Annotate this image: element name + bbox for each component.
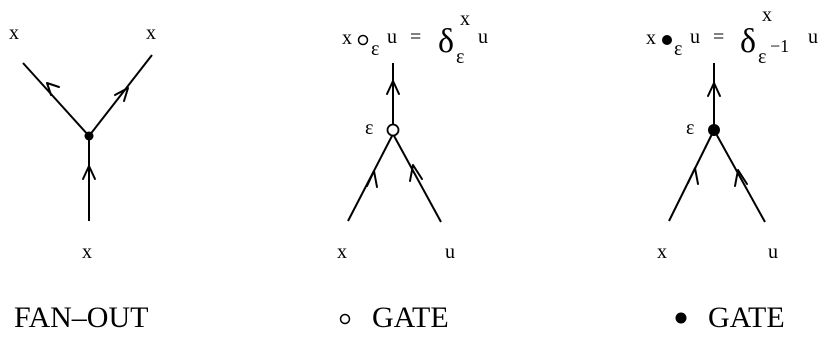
gate-open-caption-symbol-icon [339,313,351,325]
gate-filled-arrow-top [707,82,721,97]
gate-open-arrow-right [409,164,423,182]
gate-open-label-bottom-left: x [337,241,347,263]
gate-open-arrow-left [366,170,378,188]
fanout-label-top-left: x [9,22,19,44]
gate-filled-label-bottom-left: x [657,241,667,263]
fanout-label-bottom: x [82,241,92,263]
gate-filled-arrow-right [734,169,748,187]
gate-filled-formula-operator-icon [662,35,672,45]
fanout-node [84,131,94,141]
gate-filled-node-icon [708,124,720,136]
fanout-caption: FAN–OUT [14,301,148,334]
gate-filled-label-bottom-right: u [768,241,778,263]
gate-open-arrow-top [386,80,400,95]
gate-filled-formula-delta: δ [740,23,756,60]
gate-open-node-label: ε [365,117,373,139]
gate-open-caption: GATE [372,301,449,334]
fanout-arrow-bottom [82,165,96,180]
gate-filled-diagram: x ε u = δ x ε −1 u ε x u GATE [646,4,818,334]
gate-filled-caption-symbol-icon [675,312,687,324]
gate-filled-caption: GATE [708,301,785,334]
fanout-edge-left [22,62,90,137]
gate-filled-formula-u: u [690,26,700,48]
gate-open-edge-right [392,133,442,223]
gate-open-diagram: x ε u = δ x ε u ε x u GATE [337,8,488,334]
gate-filled-edge-right [713,129,766,223]
gate-open-formula-u: u [387,26,397,48]
gate-open-node-icon [386,123,400,137]
gate-filled-node-label: ε [686,117,694,139]
fanout-label-top-right: x [146,22,156,44]
fanout-arrow-left [46,82,60,96]
gate-open-formula-operator-icon [357,34,369,46]
gate-filled-formula-equals: = [713,26,724,48]
gate-open-label-bottom-right: u [445,241,455,263]
gate-open-formula-u2: u [478,26,488,48]
gate-open-formula-delta: δ [438,23,454,60]
gate-filled-formula-u2: u [808,26,818,48]
gate-filled-formula-x: x [646,27,656,49]
gate-filled-formula-delta-sub: ε [758,46,766,68]
fanout-edge-right [88,54,153,137]
fanout-arrow-right [114,87,129,102]
gate-open-formula-x: x [342,27,352,49]
gate-open-formula-delta-sub: ε [456,46,464,68]
gate-filled-arrow-left [687,167,699,185]
gate-filled-formula-delta-sub-exp: −1 [770,36,789,56]
gate-filled-formula-delta-sup: x [762,4,772,26]
gate-open-formula-eps: ε [371,38,379,60]
gate-filled-formula-eps: ε [674,38,682,60]
gate-open-formula-delta-sup: x [460,8,470,30]
gate-open-formula-equals: = [410,26,421,48]
fanout-diagram: x x x FAN–OUT [9,22,156,334]
